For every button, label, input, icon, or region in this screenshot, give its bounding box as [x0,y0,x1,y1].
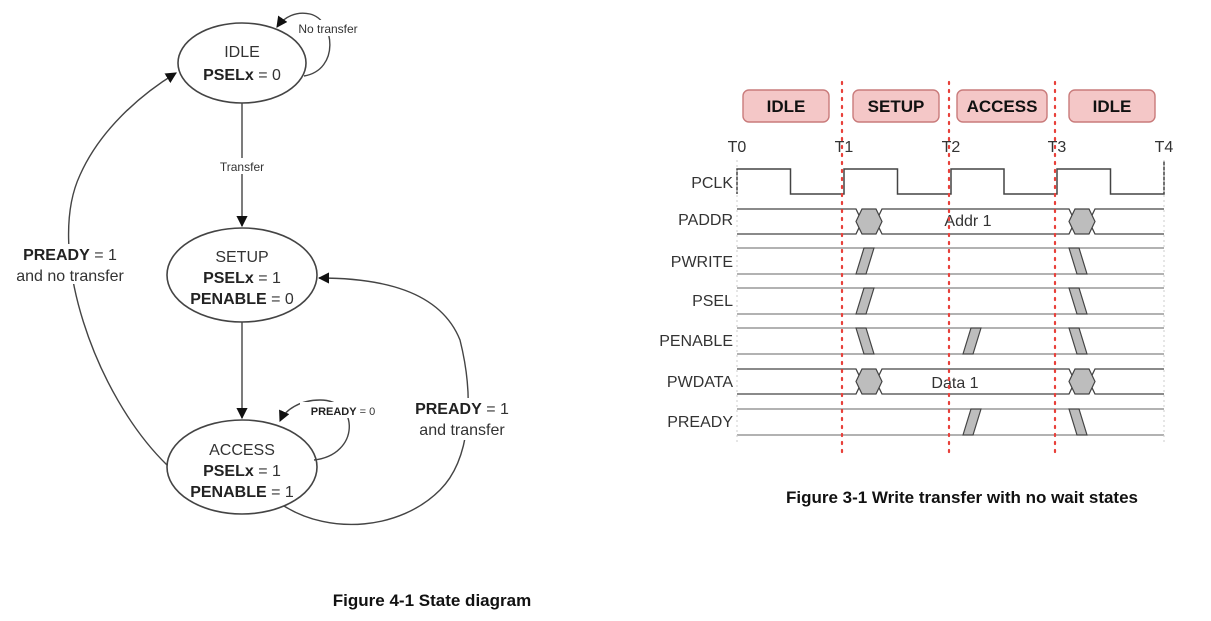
time-markers [840,80,1057,457]
state-setup: SETUP PSELx = 1 PENABLE = 0 [166,227,318,323]
pwrite-edge-2 [1068,247,1088,275]
svg-text:ACCESS: ACCESS [967,97,1038,116]
transition-access-self [279,399,350,461]
label-no-transfer: No transfer [298,22,357,36]
signal-name-pclk: PCLK [691,175,733,192]
label-transfer: Transfer [220,160,264,174]
pready-edge-1 [962,408,982,436]
signal-name-pwdata: PWDATA [667,374,733,391]
state-access: ACCESS PSELx = 1 PENABLE = 1 [166,419,318,515]
penable-edge-2 [962,327,982,355]
penable-edge-3 [1068,327,1088,355]
state-access-line1: PSELx = 1 [203,463,281,480]
psel-edge-1 [855,287,875,315]
svg-text:IDLE: IDLE [1093,97,1132,116]
label-pready-1-transfer: PREADY = 1 [415,401,509,418]
state-diagram: IDLE PSELx = 0 SETUP PSELx = 1 PENABLE =… [8,12,531,610]
state-setup-line1: PSELx = 1 [203,270,281,287]
state-access-name: ACCESS [209,442,275,459]
state-setup-name: SETUP [215,249,268,266]
signal-name-paddr: PADDR [678,212,733,229]
signal-name-pwrite: PWRITE [671,254,733,271]
phase-idle-2: IDLE [1068,89,1156,123]
label-pready-1-no-transfer: PREADY = 1 [23,247,117,264]
pwdata-transition-1 [855,368,883,395]
time-label-t0: T0 [728,139,747,156]
signal-name-psel: PSEL [692,293,733,310]
phase-idle-1: IDLE [742,89,830,123]
pready-edge-2 [1068,408,1088,436]
signal-name-pready: PREADY [667,414,733,431]
pclk-wave [736,161,1165,195]
svg-text:SETUP: SETUP [868,97,925,116]
paddr-value: Addr 1 [944,213,991,230]
phase-setup: SETUP [852,89,940,123]
pwrite-edge-1 [855,247,875,275]
pwdata-transition-2 [1068,368,1096,395]
psel-edge-2 [1068,287,1088,315]
paddr-transition-2 [1068,208,1096,235]
label-and-transfer: and transfer [419,422,505,439]
signal-name-penable: PENABLE [659,333,733,350]
penable-edge-1 [855,327,875,355]
transition-idle-self [276,12,331,77]
timing-diagram: IDLE SETUP ACCESS IDLE T0 T1 T2 T3 T4 PC… [659,80,1174,507]
time-label-t1: T1 [835,139,854,156]
state-idle-name: IDLE [224,44,260,61]
label-pready-0: PREADY = 0 [311,406,376,418]
pwdata-segment [1088,368,1164,395]
transition-access-to-idle [67,72,177,466]
pwdata-value: Data 1 [931,375,978,392]
time-label-t4: T4 [1155,139,1174,156]
paddr-transition-1 [855,208,883,235]
waveforms [736,160,1165,445]
paddr-segment [737,208,863,235]
state-setup-line2: PENABLE = 0 [190,291,294,308]
time-label-t3: T3 [1048,139,1067,156]
time-label-t2: T2 [942,139,961,156]
state-idle-line1: PSELx = 0 [203,67,281,84]
timing-diagram-caption: Figure 3-1 Write transfer with no wait s… [786,488,1138,507]
state-idle: IDLE PSELx = 0 [177,22,307,104]
svg-text:IDLE: IDLE [767,97,806,116]
phase-access: ACCESS [956,89,1048,123]
label-and-no-transfer: and no transfer [16,268,124,285]
state-diagram-caption: Figure 4-1 State diagram [333,591,531,610]
pwdata-segment [737,368,863,395]
state-access-line2: PENABLE = 1 [190,484,294,501]
paddr-segment [1088,208,1164,235]
